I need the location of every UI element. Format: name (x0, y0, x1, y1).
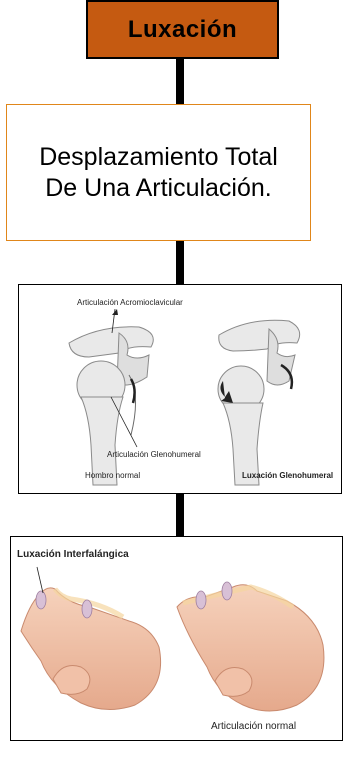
connector-line-bottom (176, 494, 184, 536)
connector-line-top (176, 59, 184, 104)
label-articulacion-normal: Articulación normal (211, 721, 297, 732)
definition-text: Desplazamiento Total De Una Articulación… (39, 142, 278, 202)
pointer-glenohumeral (110, 396, 138, 448)
label-glenohumeral: Articulación Glenohumeral (107, 450, 201, 459)
finger-illustration: Luxación Interfalángica Articulación nor… (10, 536, 343, 741)
finger-drawing (20, 566, 325, 712)
shoulder-drawing (68, 308, 301, 486)
label-luxacion-interfalangica: Luxación Interfalángica (17, 549, 129, 560)
connector-line-middle (176, 241, 184, 284)
definition-box: Desplazamiento Total De Una Articulación… (6, 104, 311, 241)
label-acromioclavicular: Articulación Acromioclavicular (77, 298, 183, 307)
pointer-interfalangica (36, 566, 44, 594)
title-text: Luxación (127, 15, 238, 43)
title-box: Luxación (86, 0, 279, 59)
label-luxacion-glenohumeral: Luxación Glenohumeral (242, 471, 334, 480)
label-hombro-normal: Hombro normal (85, 471, 141, 480)
shoulder-illustration: Articulación Acromioclavicular Articulac… (18, 284, 342, 494)
